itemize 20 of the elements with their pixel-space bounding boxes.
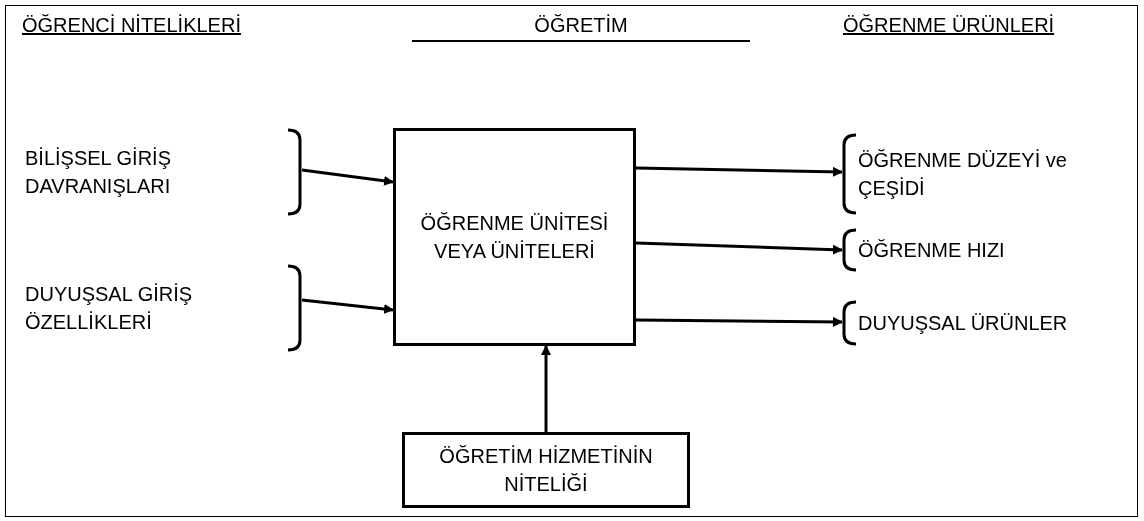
node-text: ÖĞRENME DÜZEYİ ve ÇEŞİDİ	[858, 148, 1068, 201]
arrow	[301, 168, 394, 186]
process-box	[393, 128, 636, 346]
node-text: ÖĞRETİM HİZMETİNİN NİTELİĞİ	[438, 444, 654, 497]
node-text: ÖĞRENME HIZI	[858, 238, 1006, 263]
bracketed-group	[25, 264, 302, 352]
column-heading: ÖĞRENME ÜRÜNLERİ	[843, 13, 1055, 38]
node-text: DUYUŞSAL ÜRÜNLER	[858, 311, 1069, 336]
node-text: ÖĞRENME ÜNİTESİ VEYA ÜNİTELERİ	[419, 211, 610, 264]
arrow	[636, 316, 843, 327]
arrow	[635, 241, 843, 255]
arrow	[635, 166, 843, 177]
node-text: BİLİŞSEL GİRİŞ DAVRANIŞLARI	[25, 146, 172, 199]
process-box	[402, 432, 690, 508]
bracketed-group	[25, 128, 302, 216]
arrow	[301, 298, 394, 314]
column-heading: ÖĞRETİM	[412, 10, 750, 42]
node-text: DUYUŞSAL GİRİŞ ÖZELLİKLERİ	[25, 282, 194, 335]
column-heading: ÖĞRENCİ NİTELİKLERİ	[22, 13, 241, 38]
arrow	[541, 345, 551, 432]
